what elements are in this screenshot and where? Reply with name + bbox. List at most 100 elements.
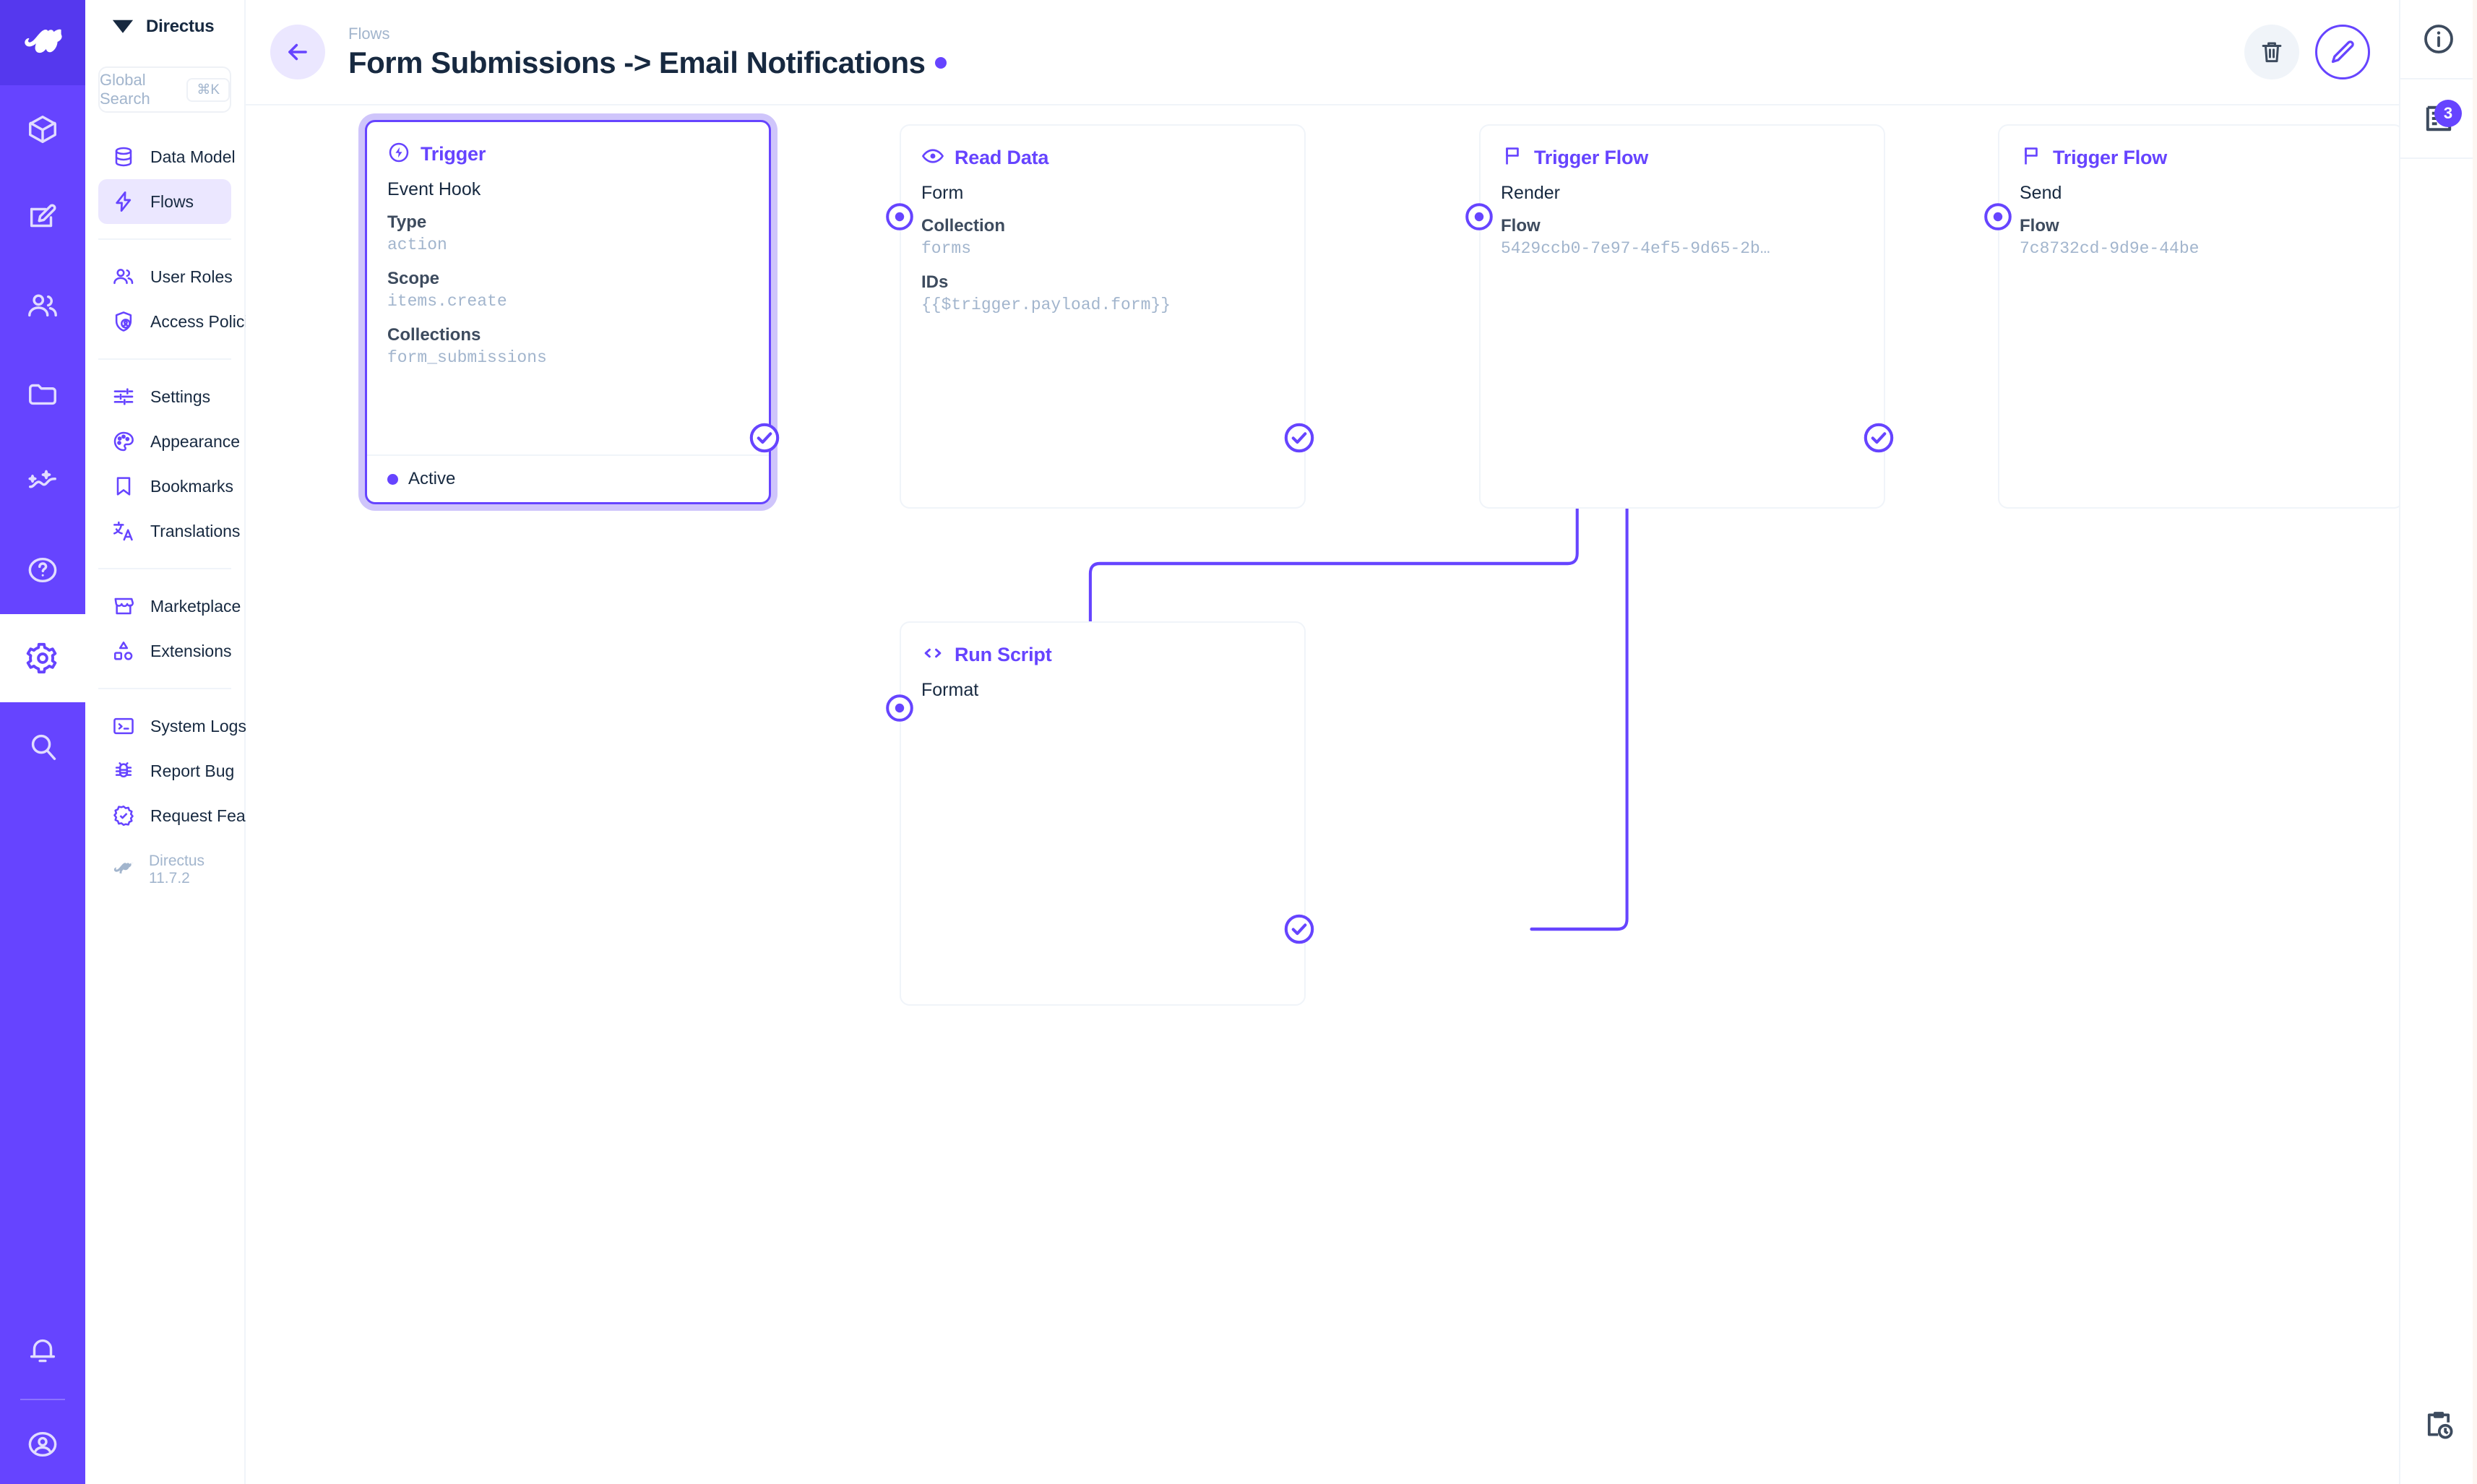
module-item-files[interactable] [0,350,85,438]
logs-button[interactable] [2400,1386,2477,1464]
delete-flow-button[interactable] [2244,25,2299,79]
rail-divider [2400,158,2477,159]
port-resolve-trigger[interactable] [746,419,783,457]
node-field: Type action [387,212,749,256]
sidebar-item-settings[interactable]: Settings [98,374,231,419]
port-input-read-data[interactable] [882,199,917,234]
sidebar-item-label: System Logs [150,716,246,735]
module-item-notifications[interactable] [0,1306,85,1394]
node-field: Scope items.create [387,268,749,313]
global-search-shortcut: ⌘K [186,77,230,102]
node-status-label: Active [408,469,456,488]
sidebar-item-label: Extensions [150,641,232,660]
palette-icon [111,429,136,454]
shapes-icon [111,639,136,663]
sidebar-item-translations[interactable]: Translations [98,509,240,553]
node-status-footer: Active [367,454,769,502]
badge-check-icon [111,803,136,828]
sidebar-item-system-logs[interactable]: System Logs [98,704,246,749]
port-input-trigger-flow-send[interactable] [1981,199,2015,234]
sidebar-item-label: Bookmarks [150,476,234,496]
port-resolve-read-data[interactable] [1280,419,1318,457]
code-icon [921,642,944,668]
node-header: Read Data [901,126,1304,177]
flow-canvas[interactable]: Trigger Event Hook Type action Scope ite… [246,105,2399,1484]
sidebar-item-appearance[interactable]: Appearance [98,419,240,464]
flow-node-trigger-flow-send[interactable]: Trigger Flow Send Flow 7c8732cd-9d9e-44b… [1998,124,2399,509]
bookmark-icon [111,474,136,499]
flow-node-run-script[interactable]: Run Script Format [900,621,1306,1006]
nav-divider [98,358,231,360]
nav-group-data: Data Model Flows [98,130,236,228]
nav-divider [98,568,231,569]
sidebar-item-request-feature[interactable]: Request Feature [98,793,274,838]
module-logo-directus[interactable] [0,0,85,85]
sidebar-item-flows[interactable]: Flows [98,179,231,224]
project-header[interactable]: Directus [98,0,231,53]
version-row: Directus 11.7.2 [98,842,231,897]
field-value: action [387,236,447,254]
nav-group-config: Settings Appearance Bookmarks Translatio… [98,370,240,558]
node-field: Flow 5429ccb0-7e97-4ef5-9d65-2b… [1501,215,1864,260]
port-input-trigger-flow-render[interactable] [1462,199,1496,234]
module-item-docs[interactable] [0,526,85,614]
flow-info-button[interactable] [2400,0,2477,78]
topbar: Flows Form Submissions -> Email Notifica… [246,0,2399,105]
sidebar-item-data-model[interactable]: Data Model [98,134,236,179]
port-input-run-script[interactable] [882,691,917,725]
topbar-actions [2244,25,2370,79]
node-field: IDs {{$trigger.payload.form}} [921,272,1284,316]
node-name: Form [921,183,964,203]
field-value: {{$trigger.payload.form}} [921,295,1171,314]
edit-flow-button[interactable] [2315,25,2370,79]
module-bar [0,0,85,1484]
module-item-content[interactable] [0,85,85,173]
flow-node-read-data[interactable]: Read Data Form Collection forms IDs {{$t… [900,124,1306,509]
port-resolve-trigger-flow-render[interactable] [1860,419,1897,457]
sidebar-item-label: Settings [150,387,211,406]
flow-node-trigger[interactable]: Trigger Event Hook Type action Scope ite… [365,120,771,504]
sidebar-item-extensions[interactable]: Extensions [98,629,232,673]
module-item-editor[interactable] [0,173,85,262]
rail-edge-accent [2473,0,2477,1484]
node-title: Trigger [421,143,486,165]
storefront-icon [111,594,136,618]
sidebar-item-label: Flows [150,191,194,211]
project-logo-icon [110,12,136,42]
eye-icon [921,144,944,171]
sidebar-item-marketplace[interactable]: Marketplace Beta [98,584,306,629]
module-item-insights[interactable] [0,438,85,526]
module-item-search[interactable] [0,702,85,790]
field-label: IDs [921,272,949,292]
breadcrumb[interactable]: Flows [348,24,390,43]
users-icon [111,264,136,289]
sidebar-item-user-roles[interactable]: User Roles [98,254,233,299]
module-item-users[interactable] [0,262,85,350]
sidebar-item-report-bug[interactable]: Report Bug [98,749,234,793]
flow-node-trigger-flow-render[interactable]: Trigger Flow Render Flow 5429ccb0-7e97-4… [1479,124,1885,509]
port-resolve-run-script[interactable] [1280,910,1318,948]
back-button[interactable] [270,25,325,79]
field-label: Collections [387,324,481,345]
module-item-settings[interactable] [0,614,85,702]
field-value: 7c8732cd-9d9e-44be [2020,239,2200,258]
translate-icon [111,519,136,543]
sidebar-item-bookmarks[interactable]: Bookmarks [98,464,234,509]
version-label: Directus 11.7.2 [149,853,205,886]
global-search-input[interactable]: Global Search ⌘K [98,66,231,113]
directus-rabbit-icon [111,855,136,884]
revisions-button[interactable]: 3 [2400,79,2477,158]
project-name: Directus [146,17,215,36]
node-title: Trigger Flow [2053,147,2168,168]
sidebar-item-label: Marketplace [150,596,241,616]
bolt-circle-icon [387,141,410,168]
sidebar-item-label: Appearance [150,431,241,451]
title-row: Form Submissions -> Email Notifications [348,46,947,80]
sidebar-item-access-policies[interactable]: Access Policies [98,299,266,344]
sliders-icon [111,384,136,409]
node-body: Form Collection forms IDs {{$trigger.pay… [901,177,1304,316]
module-item-account[interactable] [0,1405,85,1484]
bolt-icon [111,189,136,214]
rail-divider [2400,78,2477,79]
terminal-icon [111,714,136,738]
